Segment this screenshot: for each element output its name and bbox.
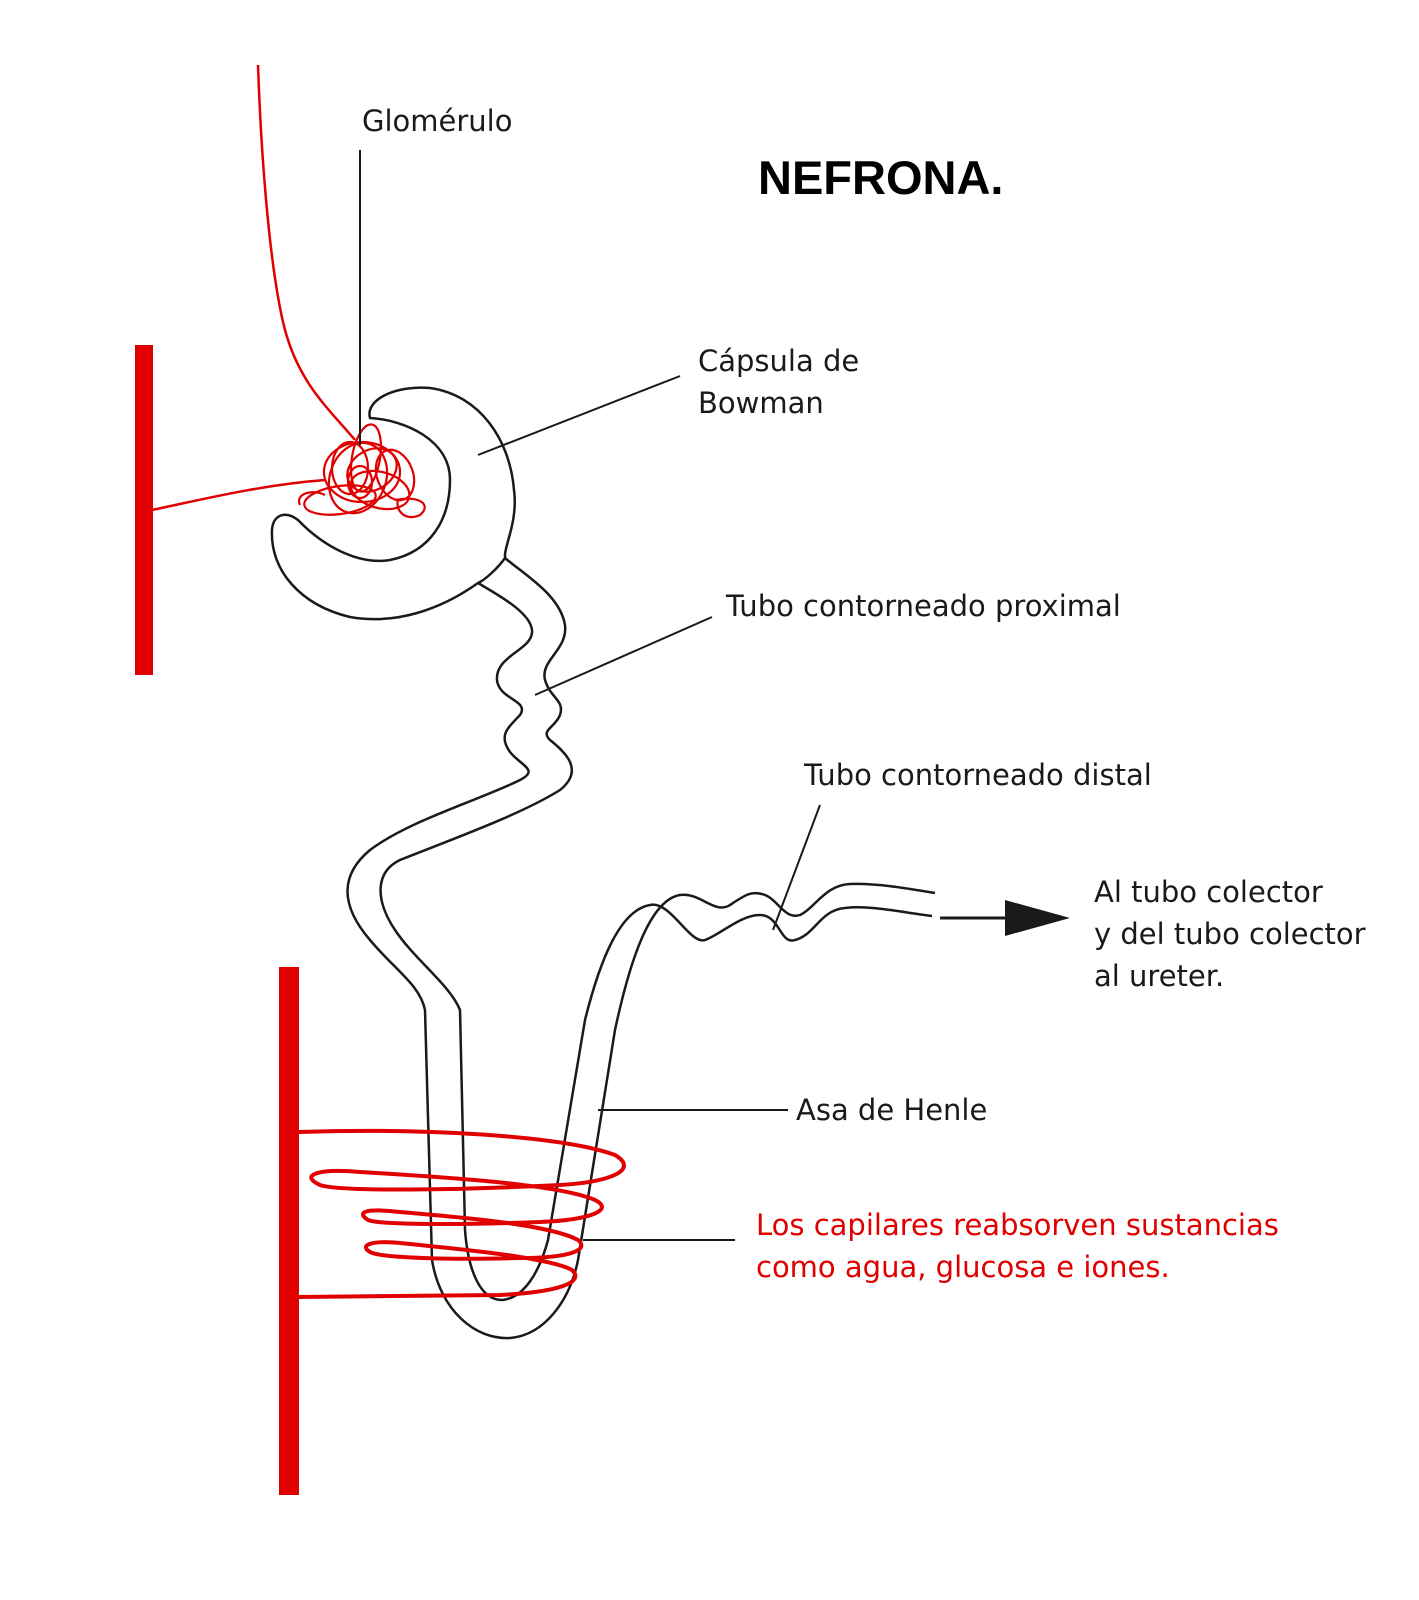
label-distal: Tubo contorneado distal	[804, 758, 1152, 792]
glomerulus	[297, 423, 426, 519]
label-proximal: Tubo contorneado proximal	[726, 589, 1121, 623]
label-henle: Asa de Henle	[796, 1093, 988, 1127]
diagram-title: NEFRONA.	[758, 151, 1004, 204]
label-capilares-line1: Los capilares reabsorven sustancias	[756, 1208, 1279, 1242]
bowman-capsule	[270, 386, 516, 621]
label-capsula-line1: Cápsula de	[698, 344, 860, 378]
proximal-tubule-outer	[379, 557, 933, 1302]
afferent-arteriole	[256, 64, 356, 441]
upper-blood-vessel	[135, 345, 153, 675]
proximal-leader	[534, 616, 713, 696]
efferent-arteriole	[151, 478, 326, 512]
collector-arrow-head	[1005, 900, 1070, 936]
label-colector: Al tubo colector y del tubo colector al …	[1094, 871, 1366, 997]
label-colector-line2: y del tubo colector	[1094, 917, 1366, 951]
label-capsula-bowman: Cápsula de Bowman	[698, 340, 859, 424]
label-capilares: Los capilares reabsorven sustancias como…	[756, 1204, 1279, 1288]
capsula-leader	[477, 375, 681, 456]
label-capilares-line2: como agua, glucosa e iones.	[756, 1250, 1170, 1284]
label-colector-line3: al ureter.	[1094, 959, 1225, 993]
label-capsula-line2: Bowman	[698, 386, 824, 420]
label-glomerulo: Glomérulo	[362, 104, 513, 138]
distal-leader	[772, 804, 821, 931]
label-colector-line1: Al tubo colector	[1094, 875, 1323, 909]
lower-blood-vessel	[279, 967, 299, 1495]
peritubular-capillaries	[298, 1128, 626, 1299]
